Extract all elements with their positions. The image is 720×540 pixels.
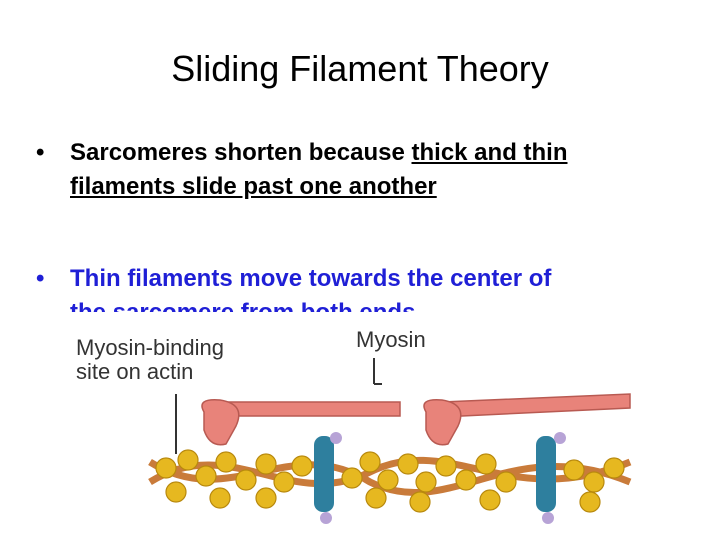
troponin-c-bead [554,432,566,444]
bullet-text-underlined: thick and thin filaments slide past one … [70,139,568,200]
myosin-head-left [201,399,240,446]
actin-myosin-diagram: Myosin-binding site on actin Myosin [70,312,650,540]
bullet-thin-filaments: • Thin filaments move towards the center… [36,262,676,312]
troponin-c-bead [542,512,554,524]
bullet-dot: • [36,265,45,292]
troponin-c-bead [330,432,342,444]
myosin-tail-left [219,401,401,417]
slide-title: Sliding Filament Theory [171,48,549,89]
bullet-sarcomeres-shorten: • Sarcomeres shorten because thick and t… [36,136,676,204]
filament-illustration [148,358,632,524]
bullet-text-line1: Thin filaments move towards the center o… [70,265,552,292]
label-myosin: Myosin [356,327,426,352]
bullet-text: Thin filaments move towards the center o… [70,262,676,312]
bullet-text: Sarcomeres shorten because thick and thi… [70,136,676,204]
troponin-complex-left [314,436,334,512]
myosin-head-right [423,399,462,446]
label-binding-site-line1: Myosin-binding [76,335,224,360]
bullet-dot: • [36,139,45,166]
actin-beads [155,449,625,513]
label-binding-site: Myosin-binding site on actin [76,336,224,384]
label-binding-site-line2: site on actin [76,359,194,384]
bullet-text-line2-clipped: the sarcomere from both ends [70,299,415,312]
troponin-c-bead [320,512,332,524]
bullet-text-plain: Sarcomeres shorten because [70,139,412,166]
myosin-tail-right [440,393,631,417]
troponin-complex-right [536,436,556,512]
